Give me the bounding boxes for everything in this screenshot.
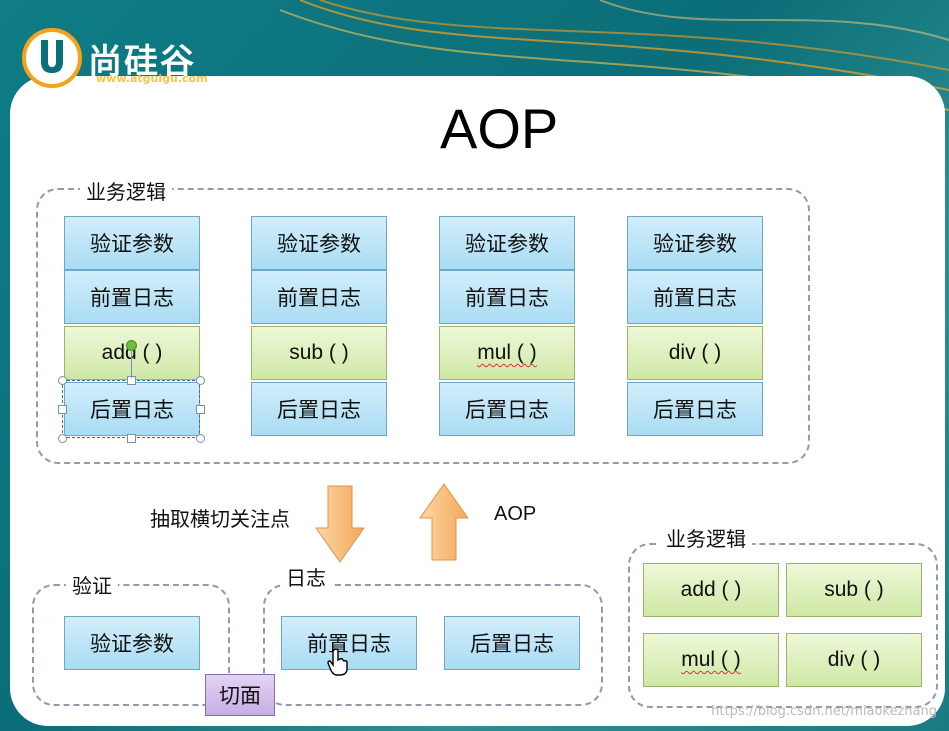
before-log-box-4: 前置日志 xyxy=(627,270,763,324)
log-group-label: 日志 xyxy=(280,562,332,591)
selection-frame[interactable] xyxy=(62,380,200,438)
up-arrow-icon xyxy=(419,483,469,561)
method-box-1: add ( ) xyxy=(64,326,200,380)
watermark: https://blog.csdn.net/miaokezhang xyxy=(711,704,937,719)
resize-handle[interactable] xyxy=(196,405,205,414)
validate-box-1: 验证参数 xyxy=(64,216,200,270)
resize-handle[interactable] xyxy=(127,434,136,443)
biz-method-mul: mul ( ) xyxy=(643,633,779,687)
log-group xyxy=(263,584,603,706)
before-log-box-1: 前置日志 xyxy=(64,270,200,324)
page-title: AOP xyxy=(440,97,559,160)
after-log-box-1[interactable]: 后置日志 xyxy=(64,382,200,436)
method-box-3: mul ( ) xyxy=(439,326,575,380)
aspect-after-log-box: 后置日志 xyxy=(444,616,580,670)
brand-url: www.atguigu.com xyxy=(96,72,208,85)
aspect-label: 切面 xyxy=(205,674,275,716)
biz-method-sub: sub ( ) xyxy=(786,563,922,617)
extract-label: 抽取横切关注点 xyxy=(150,509,290,531)
hand-cursor-icon xyxy=(327,648,348,676)
top-business-group xyxy=(36,188,810,464)
aspect-before-log-box[interactable]: 前置日志 xyxy=(281,616,417,670)
after-log-box-3: 后置日志 xyxy=(439,382,575,436)
resize-handle[interactable] xyxy=(58,405,67,414)
validate-box-4: 验证参数 xyxy=(627,216,763,270)
down-arrow-icon xyxy=(315,485,365,563)
method-box-2: sub ( ) xyxy=(251,326,387,380)
method-label-3: mul ( ) xyxy=(477,341,537,364)
resize-handle[interactable] xyxy=(196,434,205,443)
validate-group xyxy=(32,584,230,706)
biz-method-div: div ( ) xyxy=(786,633,922,687)
brand-name: 尚硅谷 xyxy=(88,42,196,82)
bottom-business-group-label: 业务逻辑 xyxy=(660,523,752,552)
validate-group-label: 验证 xyxy=(66,570,118,599)
bottom-business-group xyxy=(628,543,938,708)
aspect-validate-box: 验证参数 xyxy=(64,616,200,670)
resize-handle[interactable] xyxy=(58,376,67,385)
before-log-box-3: 前置日志 xyxy=(439,270,575,324)
validate-box-3: 验证参数 xyxy=(439,216,575,270)
aop-arrow-label: AOP xyxy=(494,503,537,525)
resize-handle[interactable] xyxy=(58,434,67,443)
biz-method-mul-label: mul ( ) xyxy=(681,648,741,671)
top-business-group-label: 业务逻辑 xyxy=(80,176,172,205)
resize-handle[interactable] xyxy=(196,376,205,385)
validate-box-2: 验证参数 xyxy=(251,216,387,270)
method-box-4: div ( ) xyxy=(627,326,763,380)
after-log-box-2: 后置日志 xyxy=(251,382,387,436)
after-log-box-4: 后置日志 xyxy=(627,382,763,436)
biz-method-add: add ( ) xyxy=(643,563,779,617)
logo-icon xyxy=(22,28,82,88)
before-log-box-2: 前置日志 xyxy=(251,270,387,324)
rotate-connector xyxy=(131,350,132,378)
